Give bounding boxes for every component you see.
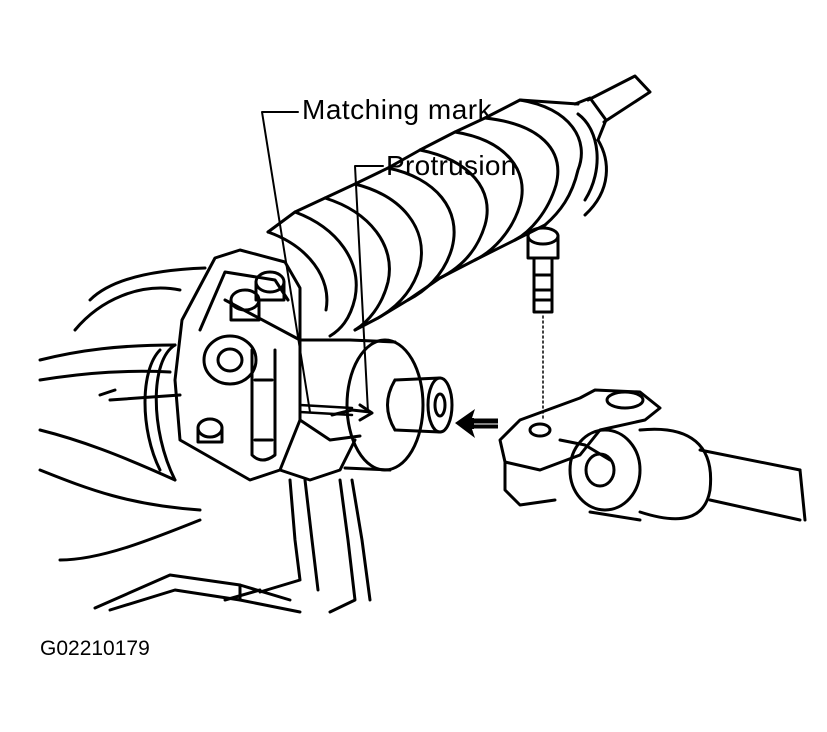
pinion-shaft <box>343 338 454 472</box>
fluid-hoses <box>93 478 372 614</box>
valve-housing <box>173 248 362 482</box>
flange-bolts <box>196 270 286 444</box>
gear-housing-left <box>38 266 207 562</box>
install-direction-arrow-icon <box>455 409 498 438</box>
protrusion-leader <box>354 165 384 413</box>
matching-mark-leader <box>261 111 311 413</box>
detached-bolt <box>526 226 560 314</box>
tie-rod <box>573 74 652 142</box>
protrusion-label: Protrusion <box>386 150 517 181</box>
pipe-fitting <box>250 348 277 462</box>
protrusion-arrow <box>330 403 374 422</box>
universal-joint-yoke <box>498 388 807 522</box>
figure-id: G02210179 <box>40 637 150 660</box>
matching-mark-label: Matching mark <box>302 94 493 125</box>
matching-mark-line <box>298 403 354 417</box>
callout-leaders <box>261 111 384 413</box>
rubber-boot <box>266 98 608 338</box>
